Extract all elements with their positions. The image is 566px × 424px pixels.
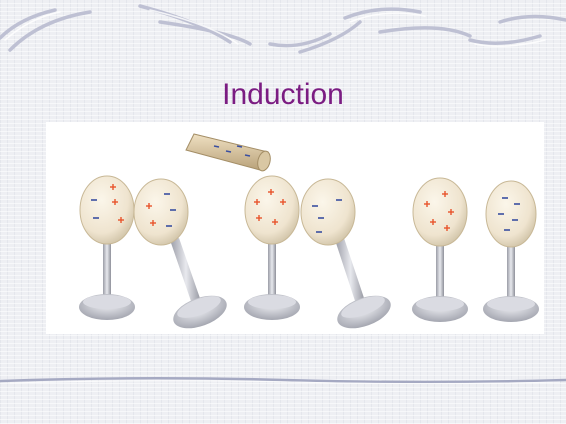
decorative-swirl-band [0,0,566,60]
bottom-divider [0,374,566,388]
slide-title: Induction [0,78,566,112]
induction-illustration [46,122,544,334]
